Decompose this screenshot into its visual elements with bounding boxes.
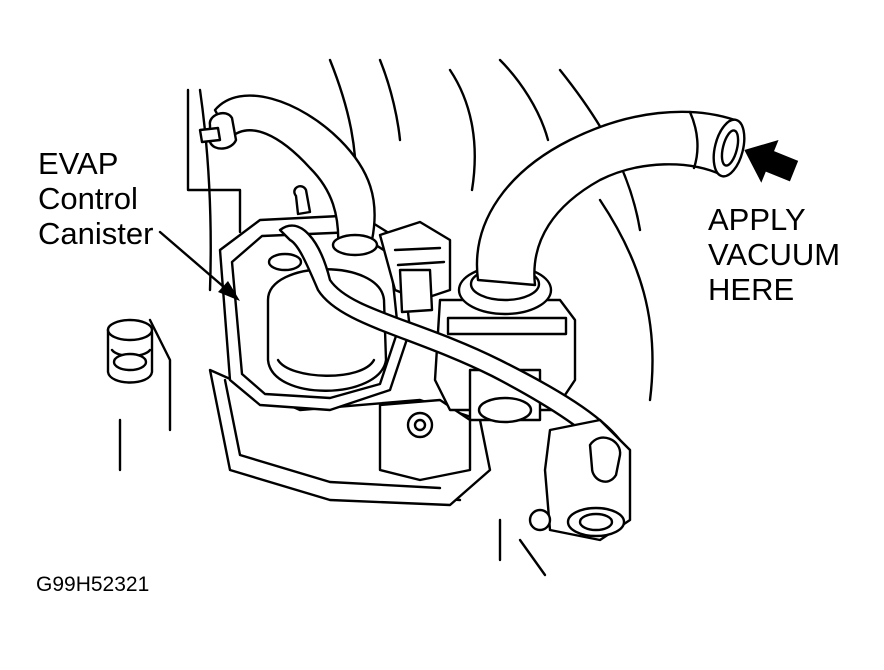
canister-label-line-2: Control <box>38 181 138 216</box>
large-vacuum-hose <box>475 110 746 287</box>
vacuum-label-line-1: APPLY <box>708 202 806 237</box>
electrical-connector <box>378 220 452 314</box>
vacuum-label-line-2: VACUUM <box>708 237 841 272</box>
mounting-grommet <box>106 318 154 384</box>
pointer-arrow-icon <box>744 140 799 183</box>
vacuum-label-line-3: HERE <box>708 272 795 307</box>
evap-canister-body <box>218 213 412 412</box>
evap-canister-label: EVAP Control Canister <box>38 148 153 253</box>
lower-right-bracket <box>528 418 632 542</box>
canister-label-line-1: EVAP <box>38 146 119 181</box>
canister-leader-line <box>158 230 240 301</box>
canister-label-line-3: Canister <box>38 216 154 251</box>
figure-code: G99H52321 <box>36 573 150 596</box>
apply-vacuum-label: APPLY VACUUM HERE <box>708 204 840 309</box>
upper-left-hose <box>198 94 379 257</box>
